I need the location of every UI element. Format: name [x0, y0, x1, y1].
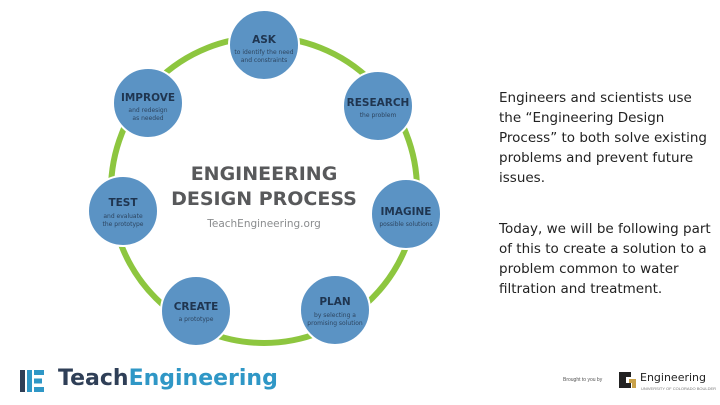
node-title: IMPROVE	[121, 92, 175, 104]
brought-by-text: Brought to you by	[563, 377, 603, 383]
logo-engineering: Engineering	[128, 366, 278, 391]
node-research: RESEARCH the problem	[342, 70, 414, 142]
side-paragraph-1: Engineers and scientists use the “Engine…	[499, 90, 707, 186]
center-url: TeachEngineering.org	[206, 218, 321, 230]
node-plan: PLAN by selecting a promising solution	[299, 274, 371, 346]
center-label: ENGINEERING DESIGN PROCESS TeachEngineer…	[171, 163, 357, 230]
node-sub1: and redesign	[128, 107, 167, 114]
logo-teach: Teach	[58, 366, 129, 391]
teachengineering-logo-icon	[20, 370, 44, 392]
node-title: RESEARCH	[347, 97, 410, 109]
node-improve: IMPROVE and redesign as needed	[112, 67, 184, 139]
node-sub2: as needed	[132, 115, 163, 122]
node-title: TEST	[108, 197, 138, 209]
partner-logo-subtext: UNIVERSITY OF COLORADO BOULDER	[641, 386, 717, 391]
node-title: CREATE	[174, 301, 219, 313]
center-title-line1: ENGINEERING	[191, 163, 338, 185]
university-emblem-icon	[619, 372, 636, 388]
node-circle	[299, 274, 371, 346]
node-sub1: the problem	[360, 112, 397, 119]
partner-logo-text: Engineering	[640, 371, 706, 384]
node-sub2: promising solution	[307, 320, 363, 327]
side-paragraph-2: Today, we will be following part of this…	[499, 221, 711, 297]
node-create: CREATE a prototype	[160, 275, 232, 347]
node-sub1: possible solutions	[379, 221, 432, 228]
node-circle	[160, 275, 232, 347]
node-circle	[370, 178, 442, 250]
node-sub1: to identify the need	[234, 49, 293, 56]
node-title: ASK	[252, 34, 277, 46]
node-sub1: a prototype	[179, 316, 214, 323]
node-sub2: and constraints	[241, 57, 288, 64]
node-circle	[87, 175, 159, 247]
node-imagine: IMAGINE possible solutions	[370, 178, 442, 250]
node-ask: ASK to identify the need and constraints	[228, 9, 300, 81]
node-sub2: the prototype	[103, 221, 144, 228]
node-circle	[342, 70, 414, 142]
node-sub1: and evaluate	[103, 213, 143, 220]
node-circle	[228, 9, 300, 81]
teachengineering-wordmark: TeachEngineering	[58, 366, 278, 392]
node-test: TEST and evaluate the prototype	[87, 175, 159, 247]
node-title: PLAN	[319, 296, 350, 308]
engineering-design-process-diagram: ENGINEERING DESIGN PROCESS TeachEngineer…	[87, 9, 442, 347]
node-circle	[112, 67, 184, 139]
node-title: IMAGINE	[381, 206, 432, 218]
center-title-line2: DESIGN PROCESS	[171, 188, 357, 210]
node-sub1: by selecting a	[314, 312, 356, 319]
